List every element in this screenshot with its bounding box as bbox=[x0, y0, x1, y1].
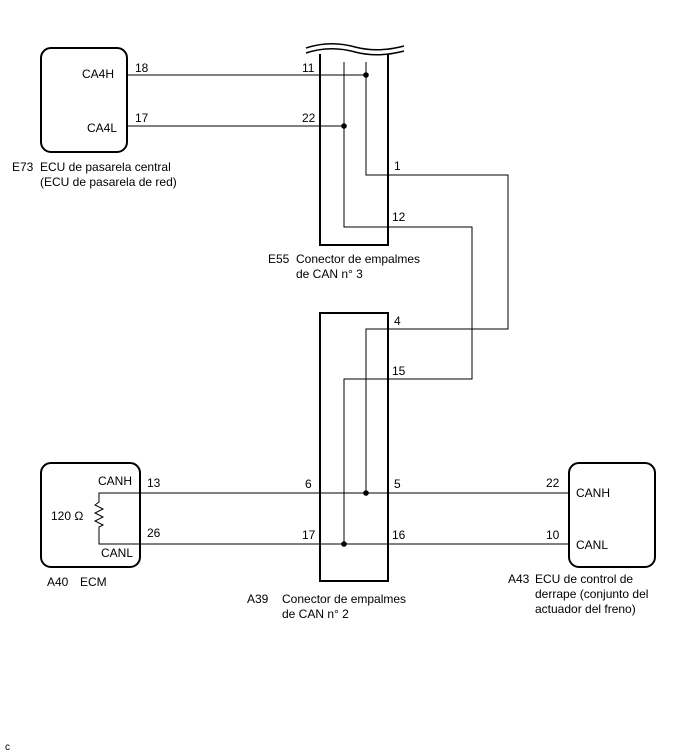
a39-internal-bus-high bbox=[365, 328, 388, 493]
wire-canh-e55-a39 bbox=[388, 174, 509, 330]
a39-pin-17-number: 17 bbox=[302, 528, 316, 542]
e55-internal-bus-high bbox=[365, 62, 388, 176]
a40-name: ECM bbox=[80, 575, 107, 589]
e55-connector bbox=[305, 43, 405, 246]
a43-code: A43 bbox=[508, 572, 530, 586]
a40-pin-canl-label: CANL bbox=[101, 546, 133, 560]
e73-name-line1: ECU de pasarela central bbox=[40, 160, 171, 174]
a39-internal-bus-low bbox=[343, 378, 388, 544]
e73-ecu-box bbox=[40, 47, 128, 153]
e55-name-line1: Conector de empalmes bbox=[296, 252, 420, 266]
a39-name-line1: Conector de empalmes bbox=[282, 592, 406, 606]
a40-resistor-value: 120 Ω bbox=[51, 509, 83, 523]
a40-pin-13-number: 13 bbox=[147, 476, 161, 490]
a40-code: A40 bbox=[47, 575, 69, 589]
e73-code: E73 bbox=[12, 160, 34, 174]
e55-pin-22-number: 22 bbox=[302, 111, 316, 125]
e73-pin-ca4l-label: CA4L bbox=[87, 121, 117, 135]
a43-ecu-box bbox=[568, 462, 656, 568]
e55-pin-1-number: 1 bbox=[394, 159, 401, 173]
e55-name-line2: de CAN n° 3 bbox=[296, 267, 363, 281]
a40-resistor-symbol bbox=[93, 492, 140, 545]
e73-name-line2: (ECU de pasarela de red) bbox=[40, 175, 177, 189]
e73-pin-18-number: 18 bbox=[135, 61, 149, 75]
e55-splice-low bbox=[341, 123, 347, 129]
wire-canl-e55-a39 bbox=[388, 226, 473, 380]
a43-pin-canh-label: CANH bbox=[576, 486, 610, 500]
e55-pin-11-number: 11 bbox=[302, 61, 315, 75]
a43-name-line2: derrape (conjunto del bbox=[535, 587, 648, 601]
a39-connector bbox=[319, 312, 389, 582]
a39-pin-16-number: 16 bbox=[392, 528, 406, 542]
a39-pin-4-number: 4 bbox=[394, 314, 401, 328]
a40-ecm-box bbox=[40, 462, 141, 568]
a39-pin-15-number: 15 bbox=[392, 364, 406, 378]
e55-splice-high bbox=[363, 72, 369, 78]
a43-pin-canl-label: CANL bbox=[576, 538, 608, 552]
a40-pin-26-number: 26 bbox=[147, 526, 161, 540]
a39-name-line2: de CAN n° 2 bbox=[282, 607, 349, 621]
e55-internal-bus-low bbox=[343, 62, 388, 228]
e73-pin-17-number: 17 bbox=[135, 111, 149, 125]
a40-pin-canh-label: CANH bbox=[98, 474, 132, 488]
e55-code: E55 bbox=[268, 252, 290, 266]
footer-code: c bbox=[5, 742, 10, 753]
e73-pin-ca4h-label: CA4H bbox=[82, 67, 114, 81]
a39-pin-5-number: 5 bbox=[394, 477, 401, 491]
e55-pin-12-number: 12 bbox=[392, 210, 406, 224]
a43-name-line1: ECU de control de bbox=[535, 572, 633, 586]
a43-pin-22-number: 22 bbox=[546, 476, 560, 490]
a43-pin-10-number: 10 bbox=[546, 528, 560, 542]
a39-pin-6-number: 6 bbox=[305, 477, 312, 491]
a39-code: A39 bbox=[247, 592, 269, 606]
a43-name-line3: actuador del freno) bbox=[535, 602, 636, 616]
